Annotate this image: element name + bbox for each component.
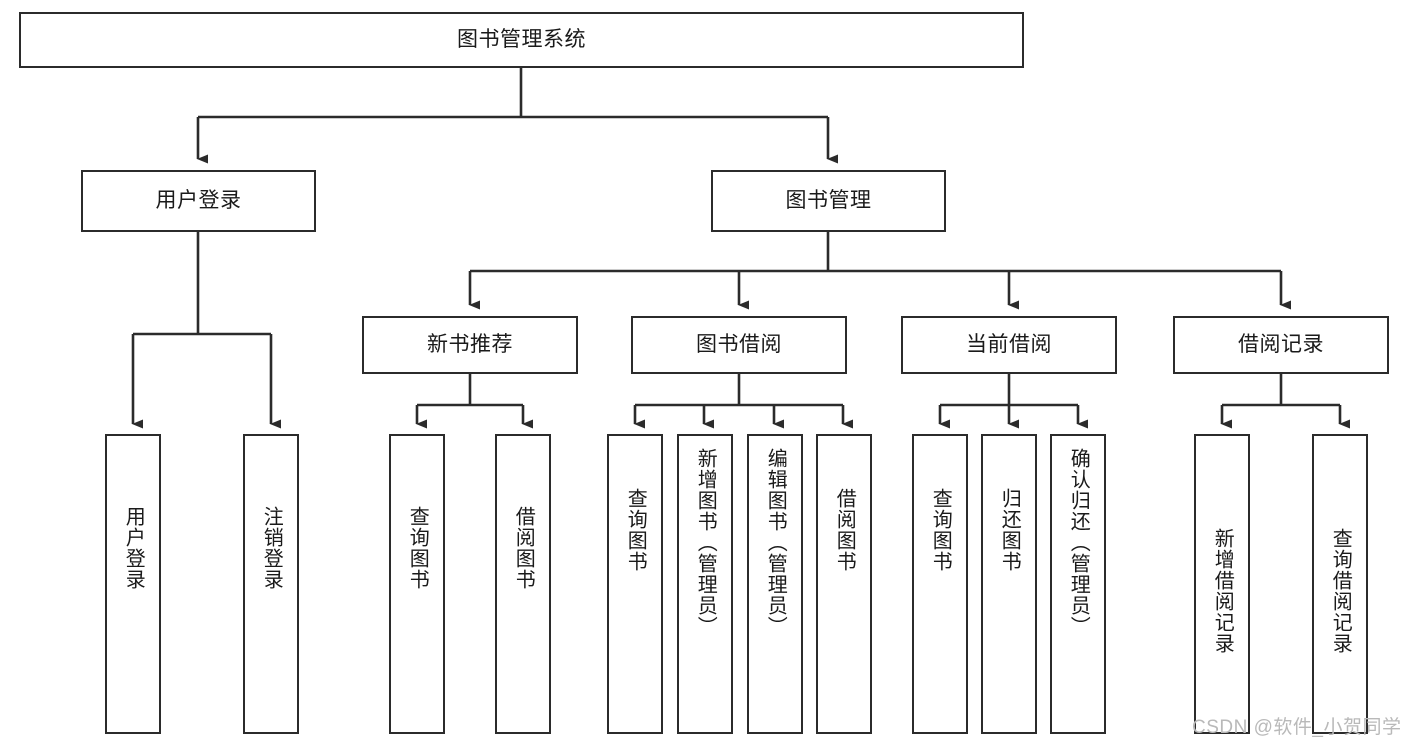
leaf-user-logout-label: 注销登录 <box>260 506 283 590</box>
leaf-borrow-edit[interactable]: 编辑图书（管理员） <box>747 434 803 734</box>
leaf-user-logout[interactable]: 注销登录 <box>243 434 299 734</box>
node-user-login[interactable]: 用户登录 <box>81 170 316 232</box>
node-book-management-label: 图书管理 <box>785 188 872 212</box>
leaf-current-query-label: 查询图书 <box>929 488 952 572</box>
node-book-borrow[interactable]: 图书借阅 <box>631 316 847 374</box>
node-current-borrow[interactable]: 当前借阅 <box>901 316 1117 374</box>
leaf-newbook-query-label: 查询图书 <box>406 506 429 590</box>
node-borrow-record[interactable]: 借阅记录 <box>1173 316 1389 374</box>
node-new-book-recommend-label: 新书推荐 <box>427 332 513 356</box>
node-book-management[interactable]: 图书管理 <box>711 170 946 232</box>
node-borrow-record-label: 借阅记录 <box>1238 332 1324 356</box>
leaf-user-login[interactable]: 用户登录 <box>105 434 161 734</box>
node-user-login-label: 用户登录 <box>155 188 242 212</box>
leaf-record-query[interactable]: 查询借阅记录 <box>1312 434 1368 734</box>
leaf-borrow-add-label: 新增图书（管理员） <box>694 448 717 637</box>
leaf-current-confirm[interactable]: 确认归还（管理员） <box>1050 434 1106 734</box>
leaf-record-add-label: 新增借阅记录 <box>1211 528 1234 654</box>
leaf-record-add[interactable]: 新增借阅记录 <box>1194 434 1250 734</box>
leaf-borrow-edit-label: 编辑图书（管理员） <box>764 448 787 637</box>
node-new-book-recommend[interactable]: 新书推荐 <box>362 316 578 374</box>
leaf-user-login-label: 用户登录 <box>122 506 145 590</box>
leaf-current-return-label: 归还图书 <box>998 488 1021 572</box>
watermark-text: CSDN @软件_小贺同学 <box>1192 717 1402 738</box>
leaf-borrow-query-label: 查询图书 <box>624 488 647 572</box>
node-book-borrow-label: 图书借阅 <box>696 332 782 356</box>
leaf-newbook-query[interactable]: 查询图书 <box>389 434 445 734</box>
leaf-current-confirm-label: 确认归还（管理员） <box>1067 448 1090 637</box>
leaf-newbook-borrow[interactable]: 借阅图书 <box>495 434 551 734</box>
leaf-current-return[interactable]: 归还图书 <box>981 434 1037 734</box>
node-root-label: 图书管理系统 <box>457 27 586 51</box>
leaf-borrow-borrow-label: 借阅图书 <box>833 488 856 572</box>
leaf-borrow-borrow[interactable]: 借阅图书 <box>816 434 872 734</box>
node-current-borrow-label: 当前借阅 <box>966 332 1052 356</box>
leaf-borrow-add[interactable]: 新增图书（管理员） <box>677 434 733 734</box>
node-root[interactable]: 图书管理系统 <box>19 12 1024 68</box>
leaf-current-query[interactable]: 查询图书 <box>912 434 968 734</box>
leaf-record-query-label: 查询借阅记录 <box>1329 528 1352 654</box>
leaf-borrow-query[interactable]: 查询图书 <box>607 434 663 734</box>
leaf-newbook-borrow-label: 借阅图书 <box>512 506 535 590</box>
